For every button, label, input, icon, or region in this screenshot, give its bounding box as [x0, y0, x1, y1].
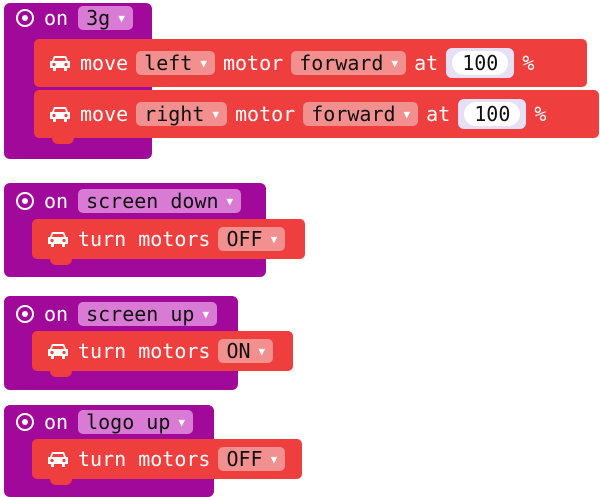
event-target-icon — [16, 413, 34, 431]
event-on-label: on — [44, 189, 69, 213]
event-block-header: on 3g ▼ — [4, 3, 152, 33]
move-label: move — [80, 51, 129, 75]
mode-dropdown[interactable]: forward ▼ — [291, 51, 407, 75]
direction-value: left — [144, 51, 193, 75]
speed-input[interactable]: 100 — [464, 102, 521, 126]
turn-motors-block[interactable]: turn motors OFF ▼ — [32, 439, 302, 485]
motor-label: motor — [235, 102, 296, 126]
motor-label: motor — [222, 51, 284, 75]
dropdown-caret-icon: ▼ — [403, 107, 411, 121]
dropdown-caret-icon: ▼ — [200, 56, 207, 70]
move-motor-block-left[interactable]: move left ▼ motor forward ▼ at 100 % — [34, 39, 587, 87]
at-label: at — [414, 51, 439, 75]
event-dropdown[interactable]: screen up ▼ — [78, 302, 218, 326]
mode-dropdown[interactable]: forward ▼ — [303, 102, 419, 126]
direction-dropdown[interactable]: left ▼ — [136, 51, 215, 75]
dropdown-caret-icon: ▼ — [270, 232, 278, 246]
turn-motors-block[interactable]: turn motors OFF ▼ — [32, 219, 305, 265]
turn-motors-block[interactable]: turn motors ON ▼ — [32, 331, 293, 377]
event-on-label: on — [44, 6, 69, 30]
car-icon — [50, 107, 70, 122]
event-dropdown[interactable]: 3g ▼ — [78, 6, 133, 30]
event-block-header: on screen up ▼ — [4, 296, 238, 332]
turn-motors-label: turn motors — [78, 227, 211, 251]
dropdown-caret-icon: ▼ — [202, 307, 210, 321]
event-block-header: on logo up ▼ — [4, 405, 214, 439]
event-dropdown-value: logo up — [86, 410, 171, 434]
event-block-header: on screen down ▼ — [4, 183, 266, 219]
block-notch — [50, 477, 72, 485]
at-label: at — [426, 102, 451, 126]
dropdown-caret-icon: ▼ — [212, 107, 220, 121]
percent-label: % — [534, 102, 547, 126]
turn-motors-label: turn motors — [78, 339, 211, 363]
direction-value: right — [144, 102, 205, 126]
dropdown-caret-icon: ▼ — [391, 56, 399, 70]
event-dropdown[interactable]: screen down ▼ — [78, 189, 242, 213]
event-on-label: on — [44, 302, 69, 326]
car-icon — [50, 56, 70, 71]
event-dropdown-value: screen up — [86, 302, 195, 326]
percent-label: % — [522, 51, 535, 75]
move-motor-block-right[interactable]: move right ▼ motor forward ▼ at 100 % — [34, 90, 599, 144]
event-target-icon — [16, 305, 34, 323]
event-dropdown-value: screen down — [86, 189, 219, 213]
car-icon — [48, 344, 68, 359]
block-notch — [50, 369, 72, 377]
event-dropdown-value: 3g — [86, 6, 111, 30]
block-notch — [50, 257, 72, 265]
block-notch — [52, 136, 74, 144]
dropdown-caret-icon: ▼ — [258, 344, 266, 358]
motor-state-dropdown[interactable]: OFF ▼ — [218, 227, 286, 251]
turn-motors-label: turn motors — [78, 447, 211, 471]
mode-value: forward — [299, 51, 384, 75]
speed-slot: 100 — [446, 48, 515, 78]
motor-state-dropdown[interactable]: OFF ▼ — [218, 447, 286, 471]
event-target-icon — [16, 192, 34, 210]
event-target-icon — [16, 9, 34, 27]
motor-state-value: OFF — [226, 227, 263, 251]
event-dropdown[interactable]: logo up ▼ — [78, 410, 194, 434]
dropdown-caret-icon: ▼ — [178, 415, 186, 429]
dropdown-caret-icon: ▼ — [118, 11, 125, 25]
car-icon — [48, 232, 68, 247]
motor-state-value: ON — [226, 339, 251, 363]
car-icon — [48, 452, 68, 467]
speed-slot: 100 — [458, 99, 527, 129]
speed-input[interactable]: 100 — [452, 51, 509, 75]
motor-state-dropdown[interactable]: ON ▼ — [218, 339, 274, 363]
direction-dropdown[interactable]: right ▼ — [136, 102, 228, 126]
event-on-label: on — [44, 410, 69, 434]
dropdown-caret-icon: ▼ — [270, 452, 278, 466]
move-label: move — [80, 102, 129, 126]
dropdown-caret-icon: ▼ — [226, 194, 234, 208]
mode-value: forward — [311, 102, 396, 126]
motor-state-value: OFF — [226, 447, 263, 471]
